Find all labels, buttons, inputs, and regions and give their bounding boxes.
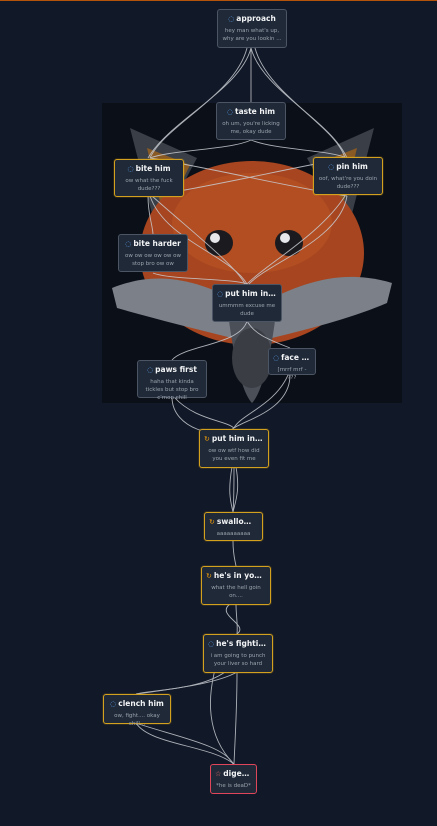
node-text: [mrrf mrf - ??? (277, 367, 307, 381)
node-bite-harder[interactable]: ◌bite harder ow ow ow ow ow ow stop bro … (118, 234, 188, 272)
top-accent-line (0, 0, 437, 1)
loop-icon: ↻ (206, 572, 212, 580)
circle-arrow-icon: ◌ (328, 163, 335, 171)
loop-icon: ↻ (204, 435, 210, 443)
node-text: ow ow ow ow ow ow stop bro ow ow (125, 253, 181, 267)
node-paws-first[interactable]: ◌paws first haha that kinda tickles but … (137, 360, 207, 401)
node-title: put him in yo... (211, 434, 264, 443)
node-bite-him[interactable]: ◌bite him ow what the fuck dude??? (114, 159, 184, 197)
node-title: bite him (135, 164, 171, 173)
node-title: paws first (155, 365, 197, 374)
node-text: hey man what's up, why are you lookin ..… (222, 28, 282, 42)
node-swallow-him[interactable]: ↻swallow him aaaaaaaaaa (204, 512, 263, 541)
node-title: taste him (234, 107, 276, 116)
node-text: ow ow wtf how did you even fit me (208, 448, 260, 462)
node-text: haha that kinda tickles but stop bro c'm… (145, 379, 199, 401)
node-taste-him[interactable]: ◌taste him oh um, you're licking me, oka… (216, 102, 286, 140)
node-title: he's in your s... (213, 571, 266, 580)
node-title: put him in yo... (225, 289, 277, 298)
circle-arrow-icon: ◌ (228, 15, 235, 23)
node-pin-him[interactable]: ◌pin him oof, what're you doin dude??? (313, 157, 383, 195)
end-icon: ☆ (215, 770, 222, 778)
node-title: approach (236, 14, 276, 23)
node-text: i am going to punch your liver so hard (210, 653, 266, 667)
node-in-your-stomach[interactable]: ↻he's in your s... what the hell goin on… (201, 566, 271, 605)
circle-arrow-icon: ◌ (217, 290, 224, 298)
node-title: pin him (336, 162, 368, 171)
node-title: digested (223, 769, 252, 778)
node-put-him-in-mouth-2[interactable]: ↻put him in yo... ow ow wtf how did you … (199, 429, 269, 468)
node-text: *he is deaD* (216, 783, 251, 789)
circle-arrow-icon: ◌ (127, 165, 134, 173)
node-title: bite harder (133, 239, 181, 248)
circle-arrow-icon: ◌ (208, 640, 215, 648)
loop-icon: ↻ (209, 518, 215, 526)
node-text: ow, fight.... okay chill... (114, 713, 160, 727)
node-put-him-in-mouth[interactable]: ◌put him in yo... ummmm excuse me dude (212, 284, 282, 322)
node-approach[interactable]: ◌approach hey man what's up, why are you… (217, 9, 287, 48)
node-text: oof, what're you doin dude??? (318, 176, 378, 190)
circle-arrow-icon: ◌ (110, 700, 117, 708)
node-digested[interactable]: ☆digested *he is deaD* (210, 764, 257, 794)
circle-arrow-icon: ◌ (125, 240, 132, 248)
node-clench-him[interactable]: ◌clench him ow, fight.... okay chill... (103, 694, 171, 727)
node-text: ow what the fuck dude??? (125, 178, 173, 192)
circle-arrow-icon: ◌ (273, 354, 280, 362)
node-text: ummmm excuse me dude (218, 303, 276, 317)
node-title: face first (281, 353, 311, 362)
circle-arrow-icon: ◌ (226, 108, 233, 116)
node-text: what the hell goin on.... (211, 585, 261, 599)
node-text: aaaaaaaaaa (216, 531, 251, 537)
node-text: oh um, you're licking me, okay dude (222, 121, 280, 135)
node-title: he's fightin b... (216, 639, 268, 648)
circle-arrow-icon: ◌ (147, 366, 154, 374)
node-fighting-back[interactable]: ◌he's fightin b... i am going to punch y… (203, 634, 273, 673)
node-title: clench him (118, 699, 164, 708)
node-face-first[interactable]: ◌face first [mrrf mrf - ??? (268, 348, 316, 381)
node-title: swallow him (216, 517, 258, 526)
